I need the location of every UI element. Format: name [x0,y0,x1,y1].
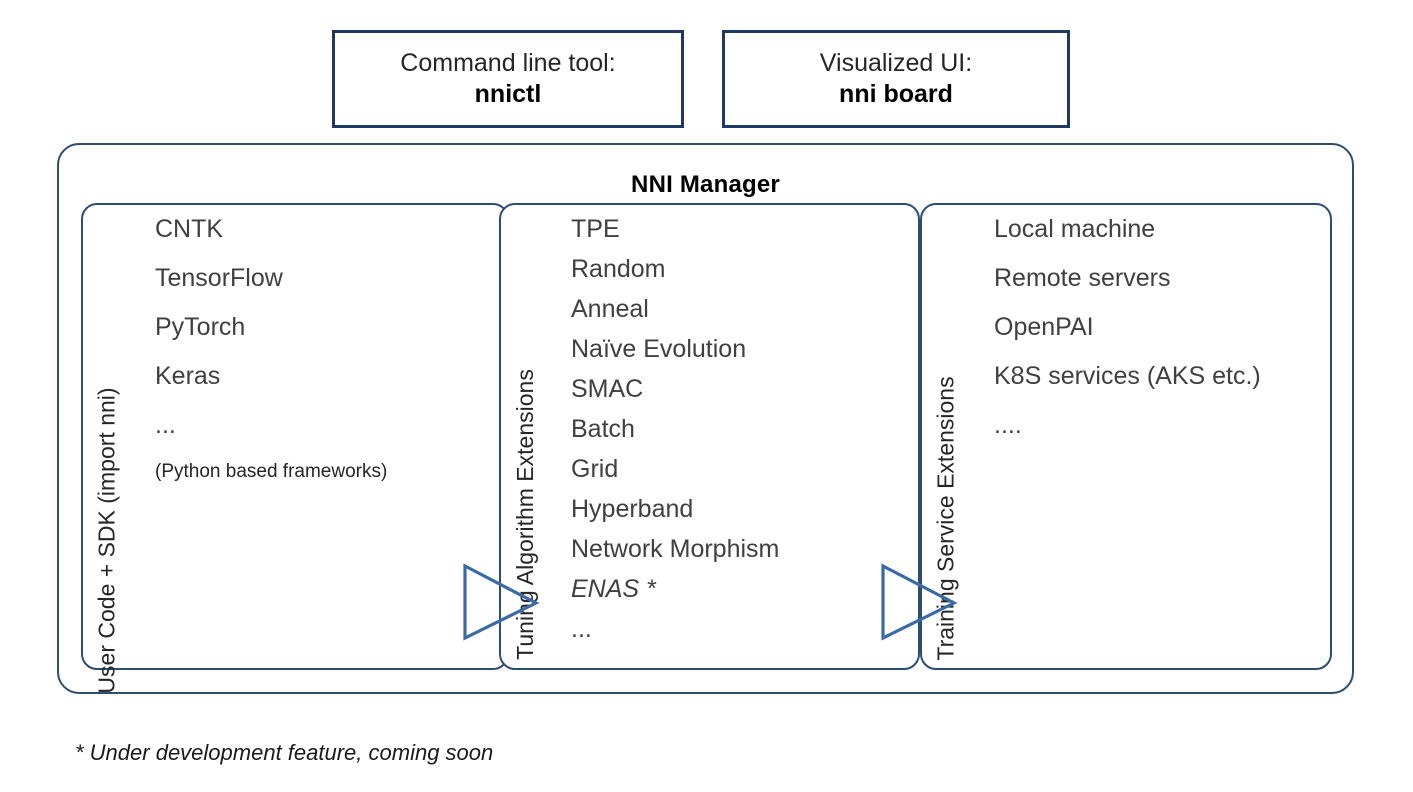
list-item: Batch [571,415,635,443]
visualized-ui-name: nni board [839,80,953,108]
panel-tuning-algorithm-items: TPE Random Anneal Naïve Evolution SMAC B… [571,217,912,668]
visualized-ui-caption: Visualized UI: [819,48,973,77]
list-item: Local machine [994,215,1156,243]
list-item: Anneal [571,295,649,323]
list-item: OpenPAI [994,313,1094,341]
list-item: Grid [571,455,619,483]
visualized-ui-box: Visualized UI: nni board [722,30,1070,128]
command-line-tool-box: Command line tool: nnictl [332,30,684,128]
panel-user-code-sdk-vertical-label-text: User Code + SDK (import nni) [93,387,120,694]
command-line-tool-name: nnictl [474,80,542,108]
list-item: CNTK [155,217,501,242]
list-item-ellipsis: ... [571,615,592,643]
list-item-enas: ENAS * [571,575,656,603]
arrow-tuning-to-service-icon [881,563,958,641]
framework-pytorch: PyTorch [155,313,246,341]
arrow-user-to-tuning-icon [463,563,540,641]
list-item: Hyperband [571,495,694,523]
list-item: TensorFlow [155,264,283,292]
list-item: Remote servers [994,264,1171,292]
list-item: K8S services (AKS etc.) [994,362,1261,390]
command-line-tool-caption: Command line tool: [400,48,616,77]
list-item-note: (Python based frameworks) [155,461,388,482]
list-item: Keras [155,362,221,390]
list-item-ellipsis: .... [994,411,1022,439]
nni-manager-title: NNI Manager [631,171,780,198]
panel-training-service-items: Local machine Remote servers OpenPAI K8S… [994,217,1324,668]
panel-tuning-algorithm-extensions: Tuning Algorithm Extensions TPE Random A… [499,203,920,670]
list-item-ellipsis: ... [155,411,176,439]
list-item: SMAC [571,375,644,403]
list-item: PyTorch [155,315,501,340]
panel-user-code-sdk: User Code + SDK (import nni) CNTK Tensor… [81,203,509,694]
panel-user-code-sdk-items: CNTK TensorFlow PyTorch Keras ... (Pytho… [155,217,501,668]
nni-manager-container: NNI Manager User Code + SDK (import nni)… [57,143,1354,694]
list-item: Random [571,255,666,283]
panel-user-code-sdk-vertical-label: User Code + SDK (import nni) [89,205,125,693]
list-item: TPE [571,215,620,243]
list-item: Network Morphism [571,535,780,563]
panel-training-service-extensions: Training Service Extensions Local machin… [920,203,1332,670]
framework-cntk: CNTK [155,215,224,243]
list-item: Naïve Evolution [571,335,747,363]
footnote: * Under development feature, coming soon [75,740,494,765]
